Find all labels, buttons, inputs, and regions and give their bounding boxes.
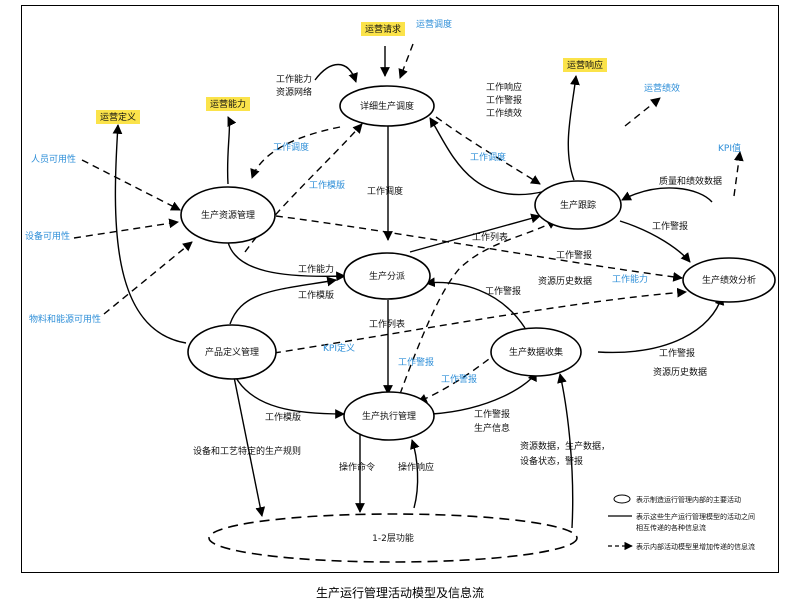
legend-ellipse-text: 表示制造运行管理内部的主要活动 — [636, 495, 741, 504]
level12-node — [208, 513, 578, 563]
ops-definition-label: 运营定义 — [100, 111, 136, 123]
work-list-down-label: 工作列表 — [369, 318, 405, 330]
operation-cmd-label: 操作命令 — [339, 461, 375, 473]
work-template-blue-label: 工作模版 — [309, 179, 345, 191]
legend-solid-text-1: 表示这些生产运行管理模型的活动之间 — [636, 512, 755, 521]
ops-request-label: 运营请求 — [365, 23, 401, 35]
template-dispatch-label: 工作模版 — [298, 289, 334, 301]
alarm-exec-1-label: 工作警报 — [474, 408, 510, 420]
legend: 表示制造运行管理内部的主要活动 表示这些生产运行管理模型的活动之间 相互传递的各… — [608, 494, 755, 551]
response-label-3: 工作绩效 — [486, 107, 522, 119]
alarm-track-perf-label: 工作警报 — [652, 220, 688, 232]
work-list-top-label: 工作列表 — [472, 231, 508, 243]
highlight-boxes — [96, 22, 607, 124]
diagram-caption: 生产运行管理活动模型及信息流 — [316, 585, 484, 600]
work-alarm-blue-a-label: 工作警报 — [398, 356, 434, 368]
equipment-avail-label: 设备可用性 — [25, 230, 70, 242]
ops-request-bg — [361, 22, 405, 36]
kpi-value-label: KPI值 — [718, 142, 741, 154]
dispatch-label: 生产分派 — [369, 270, 405, 282]
perf-analysis-label: 生产绩效分析 — [702, 274, 756, 286]
schedule-down-label: 工作调度 — [367, 185, 403, 197]
ops-capability-bg — [206, 97, 250, 111]
tracking-label: 生产跟踪 — [560, 199, 596, 211]
alarm-collect-perf-label: 工作警报 — [659, 347, 695, 359]
ops-schedule-label: 运营调度 — [416, 18, 452, 30]
work-schedule-left-label: 工作调度 — [273, 141, 309, 153]
ops-capability-label: 运营能力 — [210, 98, 246, 110]
kpi-def-label: KPI定义 — [323, 342, 355, 354]
template-exec-label: 工作模版 — [265, 411, 301, 423]
resource-mgmt-label: 生产资源管理 — [201, 209, 255, 221]
resource-history-1-label: 资源历史数据 — [538, 275, 592, 287]
legend-dashed-text: 表示内部活动模型里增加传递的信息流 — [636, 542, 755, 551]
capability-dispatch-label: 工作能力 — [298, 263, 334, 275]
exec-mgmt-label: 生产执行管理 — [362, 410, 416, 422]
detail-schedule-label: 详细生产调度 — [360, 100, 414, 112]
level12-label: 1-2层功能 — [372, 532, 414, 544]
legend-ellipse-icon — [613, 494, 631, 504]
resource-data-1-label: 资源数据，生产数据， — [520, 440, 610, 452]
alarm-collect-track-label: 工作警报 — [556, 249, 592, 261]
data-collect-node — [490, 327, 582, 377]
ops-response-label: 运营响应 — [567, 59, 603, 71]
perf-analysis-node — [682, 257, 776, 303]
solid-flows — [112, 46, 725, 529]
ops-definition-bg — [96, 110, 140, 124]
resource-data-2-label: 设备状态，警报 — [520, 455, 583, 467]
personnel-avail-label: 人员可用性 — [31, 153, 76, 165]
product-def-label: 产品定义管理 — [205, 346, 259, 358]
cap-network-label-1: 工作能力 — [276, 73, 312, 85]
work-capability-blue-label: 工作能力 — [612, 273, 648, 285]
resource-history-2-label: 资源历史数据 — [653, 366, 707, 378]
dispatch-node — [343, 252, 431, 300]
diagram-frame — [21, 5, 779, 573]
response-label-2: 工作警报 — [486, 94, 522, 106]
detail-schedule-node — [339, 85, 435, 127]
tracking-node — [534, 180, 622, 230]
dashed-flows — [73, 43, 744, 403]
operation-resp-label: 操作响应 — [398, 461, 434, 473]
work-alarm-blue-b-label: 工作警报 — [441, 373, 477, 385]
cap-network-label-2: 资源网络 — [276, 86, 312, 98]
legend-solid-text-2: 相互传递的各种信息流 — [636, 523, 706, 532]
response-label-1: 工作响应 — [486, 81, 522, 93]
resource-mgmt-node — [180, 186, 276, 244]
alarm-exec-2-label: 生产信息 — [474, 422, 510, 434]
ops-response-bg — [563, 58, 607, 72]
exec-mgmt-node — [343, 391, 435, 441]
material-energy-avail-label: 物料和能源可用性 — [29, 313, 101, 325]
equipment-rules-label: 设备和工艺特定的生产规则 — [193, 445, 301, 457]
product-def-node — [187, 324, 277, 380]
ops-performance-label: 运营绩效 — [644, 82, 680, 94]
work-schedule-right-label: 工作调度 — [470, 151, 506, 163]
alarm-collect-dispatch-label: 工作警报 — [485, 285, 521, 297]
data-collect-label: 生产数据收集 — [509, 346, 563, 358]
quality-perf-label: 质量和绩效数据 — [659, 175, 722, 187]
